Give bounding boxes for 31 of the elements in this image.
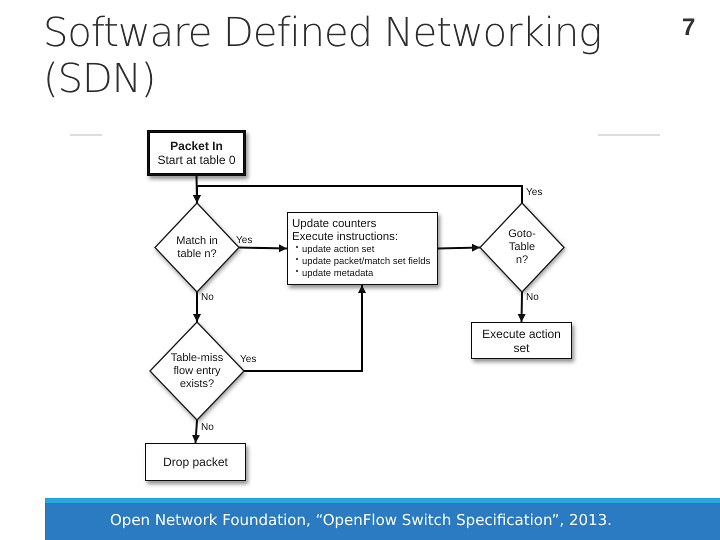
page-number: 7 [682,14,696,42]
edge-label: No [526,292,539,303]
edge-label: No [201,292,214,303]
arrow [438,244,480,252]
box-text: Drop packet [162,455,229,469]
arrow [192,420,200,444]
process-box [145,443,246,481]
start-box [147,130,246,176]
bullet-item: update packet/match set fields [302,256,430,268]
slide-title: Software Defined Networking (SDN) [43,10,602,102]
box-text: Execute action set [481,326,562,354]
process-box [287,212,438,285]
box-text: Update counters [292,218,376,230]
edge-label: Yes [526,187,542,198]
bullet-item: update action set [302,244,374,256]
box-text: Start at table 0 [157,153,236,167]
edge-label: No [201,422,214,433]
bullet-item: update metadata [302,268,374,280]
box-text: Execute instructions: [292,230,398,244]
citation-text: Open Network Foundation, “OpenFlow Switch Specification”, 2013. [110,511,612,529]
decision-diamond [480,203,564,292]
arrow [244,285,366,372]
arrow [518,292,526,322]
box-text: Goto-Table n? [507,228,537,267]
edge-label: Yes [240,354,256,365]
process-box [471,322,572,359]
edge-label: Yes [236,235,252,246]
arrow [238,244,288,252]
arrow [193,185,523,203]
arrow [193,292,201,322]
box-heading: Packet In [170,139,223,153]
